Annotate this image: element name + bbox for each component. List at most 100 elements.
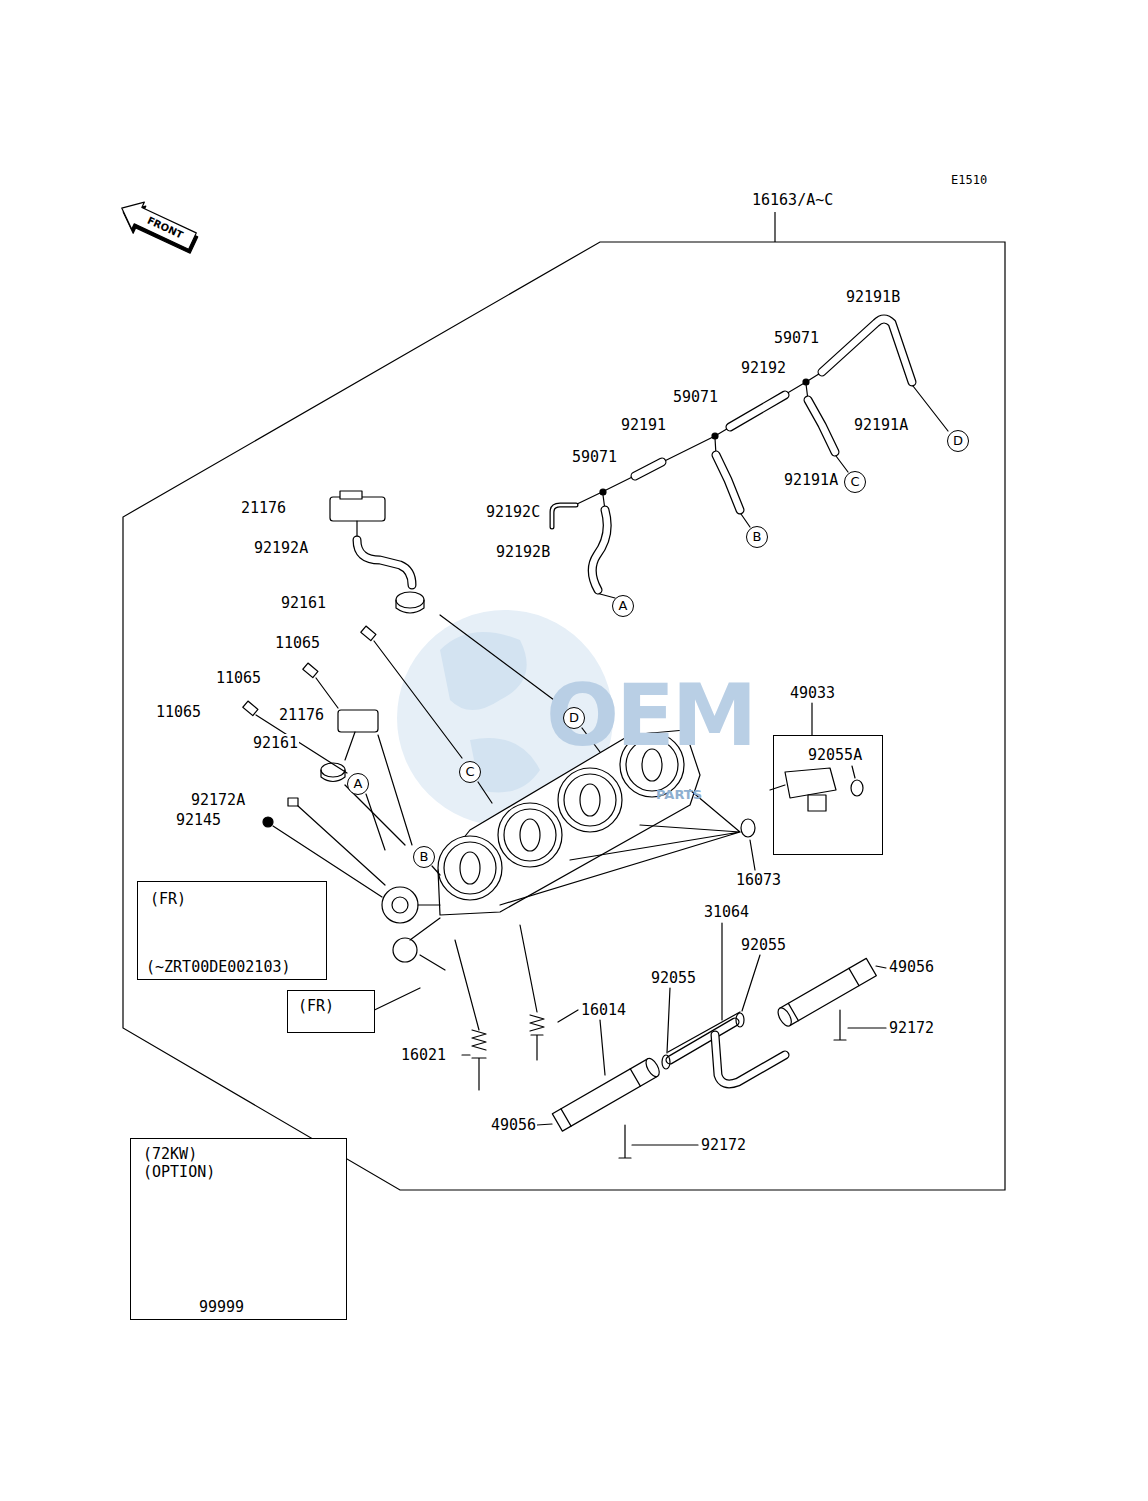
callout-number: 16021 xyxy=(400,1046,447,1064)
reference-letter: B xyxy=(753,530,762,544)
callout-number: 11065 xyxy=(274,634,321,652)
drawing-part xyxy=(558,1010,578,1022)
drawing-part xyxy=(592,510,607,590)
drawing-part xyxy=(635,462,662,476)
callout-number: 92172 xyxy=(888,1019,935,1037)
watermark-globe xyxy=(397,610,613,826)
drawing-part xyxy=(808,795,826,811)
callout-number: 92192C xyxy=(485,503,541,521)
callout-number: 92191A xyxy=(853,416,909,434)
fuel-rails xyxy=(537,923,886,1158)
drawing-part xyxy=(316,678,338,708)
drawing-part xyxy=(775,1006,794,1028)
drawing-part xyxy=(552,505,576,527)
drawing-part xyxy=(440,632,527,710)
drawing-part xyxy=(303,663,318,677)
callout-number: 92161 xyxy=(280,594,327,612)
drawing-part xyxy=(670,1022,735,1060)
drawing-part xyxy=(913,386,948,431)
callout-number: 92055 xyxy=(740,936,787,954)
drawing-part xyxy=(460,852,480,884)
drawing-part xyxy=(288,798,298,806)
drawing-part xyxy=(564,774,616,826)
drawing-part xyxy=(340,491,362,499)
drawing-part xyxy=(750,840,755,870)
drawing-part xyxy=(667,988,670,1053)
drawing-part xyxy=(338,710,378,732)
drawing-part xyxy=(775,958,876,1028)
reference-letter: A xyxy=(354,777,363,791)
callout-number: 92145 xyxy=(175,811,222,829)
callout-number: 49056 xyxy=(490,1116,537,1134)
drawing-part xyxy=(836,456,848,472)
drawing-part xyxy=(498,803,562,867)
drawing-part xyxy=(785,768,836,798)
drawing-part xyxy=(432,866,440,875)
reference-circle: D xyxy=(563,707,585,729)
note-box: (72KW) (OPTION)99999 xyxy=(130,1138,347,1320)
drawing-part xyxy=(321,770,345,782)
drawing-part xyxy=(600,594,615,598)
drawing-part xyxy=(537,1124,552,1125)
drawing-part xyxy=(361,626,376,640)
outline-polygon xyxy=(123,242,1005,1190)
drawing-part xyxy=(822,319,912,382)
box-heading: (FR) xyxy=(298,997,334,1015)
drawing-part xyxy=(374,641,462,758)
drawing-part xyxy=(345,732,355,760)
box-heading: (FR) xyxy=(150,890,186,908)
drawing-part xyxy=(357,540,412,585)
callout-number: 92172 xyxy=(700,1136,747,1154)
leader-line xyxy=(774,212,775,242)
callout-number: 59071 xyxy=(672,388,719,406)
reference-letter: D xyxy=(569,711,579,725)
drawing-part xyxy=(444,842,496,894)
drawing-part xyxy=(298,806,385,885)
drawing-part xyxy=(558,768,622,832)
drawing-part xyxy=(619,1125,631,1158)
callout-number: 49056 xyxy=(888,958,935,976)
callout-number: 92191A xyxy=(783,471,839,489)
drawing-part xyxy=(851,780,863,796)
drawing-part xyxy=(803,379,809,385)
reference-circle: C xyxy=(844,471,866,493)
drawing-part xyxy=(741,514,750,527)
callout-number: 92161 xyxy=(252,734,299,752)
drawing-part xyxy=(715,1035,785,1084)
drawing-part xyxy=(808,400,835,452)
drawing-part xyxy=(500,790,740,905)
drawing-part xyxy=(811,703,812,735)
callout-number: 92055 xyxy=(650,969,697,987)
drawing-part xyxy=(635,462,662,476)
drawing-part xyxy=(382,887,418,923)
callout-number: 92055A xyxy=(808,746,862,764)
drawing-part xyxy=(742,955,760,1011)
reference-circle: B xyxy=(746,526,768,548)
drawing-part xyxy=(397,610,613,826)
drawing-part xyxy=(243,701,258,715)
drawing-part xyxy=(520,925,537,1012)
drawing-part xyxy=(876,966,886,968)
drawing-part xyxy=(472,1030,486,1050)
callout-number: 92192A xyxy=(253,539,309,557)
drawing-part xyxy=(668,1012,740,1052)
drawing-part xyxy=(834,1010,846,1040)
reference-circle: A xyxy=(612,595,634,617)
drawing-part xyxy=(263,817,273,827)
caps xyxy=(243,626,462,897)
drawing-part xyxy=(662,1055,670,1069)
drawing-part xyxy=(504,809,556,861)
drawing-part xyxy=(330,497,385,521)
drawing-part xyxy=(393,938,417,962)
note-box: 4903392055A xyxy=(773,683,883,855)
drawing-part xyxy=(396,592,424,608)
drawing-part xyxy=(520,819,540,851)
drawing-part xyxy=(396,600,424,613)
drawing-part xyxy=(552,1056,662,1131)
drawing-part xyxy=(478,782,492,803)
drawing-part xyxy=(822,319,912,382)
reference-letter: A xyxy=(619,599,628,613)
callout-number: E1510 xyxy=(950,171,988,189)
assembly-outline: 16163/A~CDCBA4903392055ADCAB(FR)(~ZRT00D… xyxy=(123,185,1005,1190)
drawing-part xyxy=(780,958,877,1025)
